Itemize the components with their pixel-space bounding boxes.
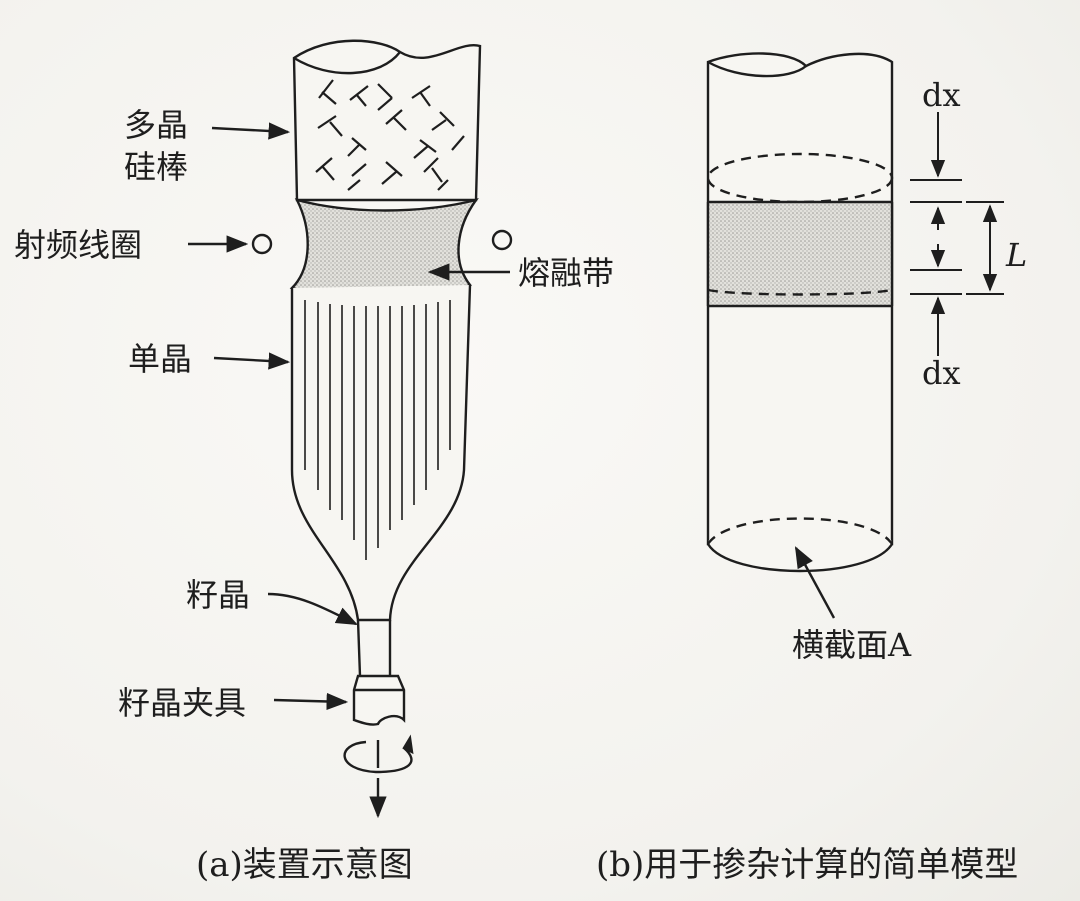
label-rf-coil: 射频线圈: [14, 226, 142, 264]
arrow-seed-crystal: [267, 592, 358, 626]
panel-b-model: [706, 52, 1004, 619]
label-seed-crystal: 籽晶: [186, 576, 250, 614]
arrow-cross-section: [794, 546, 836, 619]
slice-top-ellipse: [706, 152, 894, 204]
single-crystal: [290, 284, 472, 622]
crystal-striations: [304, 300, 451, 560]
rf-coil-left-icon: [251, 233, 273, 255]
seed-crystal-neck: [356, 619, 392, 677]
arrow-seed-holder: [273, 692, 349, 711]
rf-coil-right-icon: [491, 229, 513, 251]
polysilicon-rod: [292, 39, 482, 202]
polysilicon-grain-marks: [315, 79, 465, 191]
label-molten-zone: 熔融带: [518, 254, 614, 292]
label-length: L: [1005, 236, 1027, 274]
seed-holder: [352, 674, 406, 726]
arrow-polysilicon: [211, 122, 291, 140]
label-polysilicon-line1: 多晶: [124, 106, 188, 144]
zone-band: [708, 202, 892, 306]
label-dx-bottom: dx: [922, 354, 961, 392]
label-seed-holder: 籽晶夹具: [118, 684, 246, 722]
label-cross-section: 横截面A: [792, 626, 912, 664]
caption-panel-b: (b)用于掺杂计算的简单模型: [596, 845, 1018, 885]
label-dx-top: dx: [922, 76, 961, 114]
caption-panel-a: (a)装置示意图: [196, 845, 413, 885]
arrow-single-crystal: [213, 352, 291, 370]
panel-a-apparatus: [188, 39, 513, 819]
cross-section-ellipse-front: [708, 516, 892, 572]
label-single-crystal: 单晶: [128, 340, 192, 378]
dimension-markers: [910, 112, 1004, 356]
label-polysilicon-line2: 硅棒: [124, 148, 188, 186]
rotation-indicator: [343, 734, 414, 819]
slice-bottom-dashed: [707, 288, 893, 296]
